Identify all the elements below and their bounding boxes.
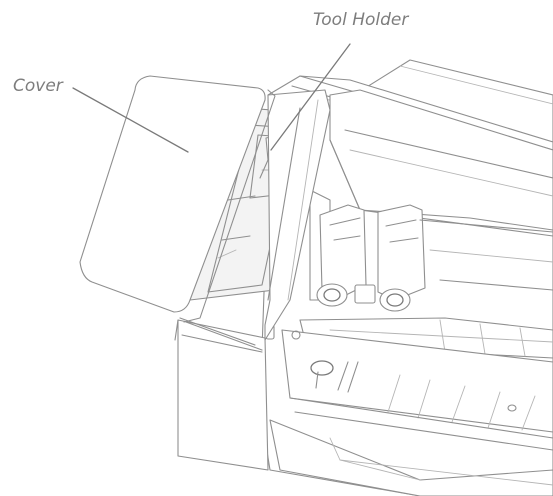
cover: [79, 75, 276, 351]
cutting-carriage: [299, 189, 553, 359]
cover-leader-line: [72, 87, 189, 153]
cover-label: Cover: [13, 76, 64, 96]
side-wall: [264, 89, 331, 341]
tool-holder-leader-line: [270, 43, 351, 151]
front-panel: [269, 329, 553, 496]
tool-holder-label: Tool Holder: [313, 10, 409, 30]
